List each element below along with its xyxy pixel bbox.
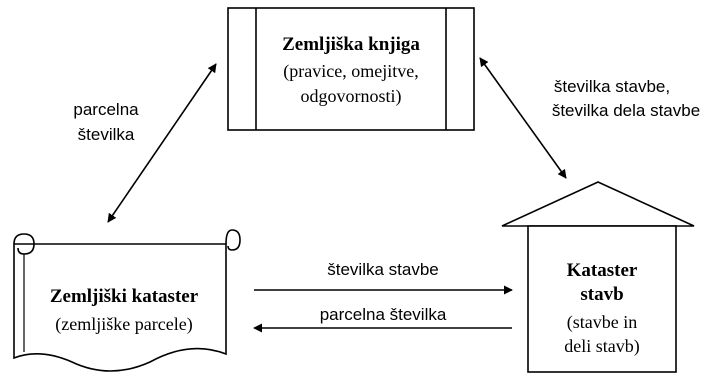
building-cadastre-subtitle-line-2: deli stavb) <box>564 336 639 357</box>
arrow-registry-building-cadastre <box>479 57 567 179</box>
land-cadastre-title: Zemljiški kataster <box>50 286 199 307</box>
land-cadastre-subtitle: (zemljiške parcele) <box>55 314 192 335</box>
building-cadastre-subtitle-line-1: (stavbe in <box>567 312 637 333</box>
building-cadastre-roof <box>501 181 695 227</box>
land-registry-subtitle-line-2: odgovornosti) <box>301 86 402 107</box>
edge-label-building-to-land: parcelna številka <box>320 305 447 324</box>
land-registry-subtitle-line-1: (pravice, omejitve, <box>283 61 418 82</box>
arrow-registry-land-cadastre <box>107 63 217 223</box>
building-cadastre-walls <box>527 225 677 373</box>
edge-label-building-number-line-1: številka stavbe, <box>554 77 670 96</box>
land-cadastre-scroll-body <box>13 243 227 372</box>
land-cadastre-node: Zemljiški kataster (zemljiške parcele) <box>13 229 241 372</box>
land-registry-title: Zemljiška knjiga <box>282 34 420 55</box>
edge-label-land-to-building: številka stavbe <box>327 260 439 279</box>
land-registry-node: Zemljiška knjiga (pravice, omejitve, odg… <box>227 7 475 131</box>
edge-label-parcel-number-line-2: številka <box>78 125 135 144</box>
edge-label-building-number-line-2: številka dela stavbe <box>552 101 700 120</box>
land-registry-box <box>227 7 475 131</box>
building-cadastre-node: Kataster stavb (stavbe in deli stavb) <box>501 181 695 373</box>
edge-label-parcel-number-line-1: parcelna <box>73 100 139 119</box>
land-cadastre-scroll-curl-left <box>13 233 35 255</box>
land-cadastre-scroll-curl-right <box>225 229 241 251</box>
building-cadastre-title-line-2: stavb <box>580 284 623 305</box>
building-cadastre-title-line-1: Kataster <box>567 260 638 281</box>
